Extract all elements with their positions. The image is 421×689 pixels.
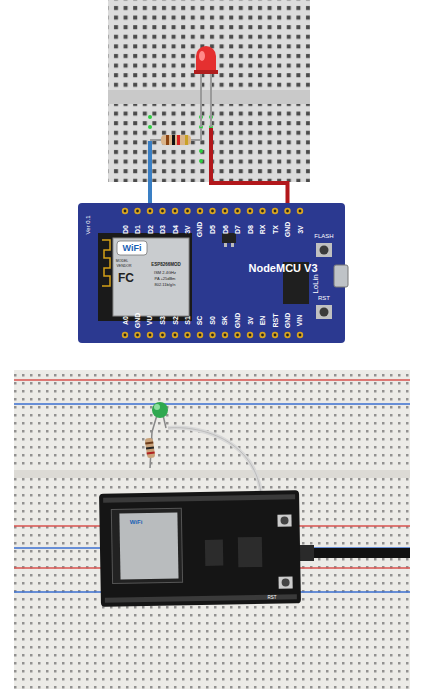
pin-label: D5: [209, 225, 216, 234]
module-text: PA +25dBm: [155, 277, 176, 281]
pin-label: EN: [259, 315, 266, 325]
button-label: RST: [268, 596, 277, 601]
pin-label: SK: [221, 315, 228, 325]
pin-label: RX: [259, 224, 266, 234]
pin-label: RST: [272, 313, 279, 327]
wifi-logo: WiFi: [130, 519, 143, 525]
button-label: FLASH: [314, 233, 333, 239]
button-label: RST: [318, 295, 330, 301]
brand-label: LoLin: [312, 274, 320, 294]
pin-label: GND: [284, 221, 291, 237]
pin-label: GND: [134, 312, 141, 328]
pin-label: S0: [209, 316, 216, 325]
pin-label: D2: [146, 225, 153, 234]
pin-label: GND: [197, 221, 204, 237]
board-name: NodeMCU V3: [248, 263, 317, 274]
wifi-logo: WiFi: [123, 244, 142, 253]
pin-label: A0: [121, 316, 128, 325]
nodemcu-board: [78, 203, 348, 343]
pin-label: D8: [246, 225, 253, 234]
version-label: Ver 0.1: [85, 215, 91, 234]
pin-label: VU: [146, 315, 153, 325]
red-wire: [211, 128, 288, 212]
module-text: VENDOR: [117, 265, 132, 269]
pin-label: S3: [159, 316, 166, 325]
module-text: 802.11b/g/n: [155, 283, 176, 287]
pin-label: 3V: [247, 316, 254, 325]
pin-label: VIN: [296, 314, 303, 326]
pin-label: 3V: [297, 225, 304, 234]
fcc-mark: FC: [118, 272, 134, 284]
pin-label: S1: [184, 316, 191, 325]
blue-wire: [148, 141, 152, 212]
pin-label: GND: [234, 312, 241, 328]
pin-label: D3: [159, 225, 166, 234]
pin-label: D1: [134, 225, 141, 234]
pin-label: 3V: [184, 225, 191, 234]
pin-label: TX: [271, 225, 278, 234]
pin-label: D4: [171, 225, 178, 234]
module-text: MODEL: [116, 260, 128, 264]
led-symbol: [194, 46, 218, 127]
module-text: ISM 2.4GHz: [154, 271, 176, 275]
pin-label: D6: [221, 225, 228, 234]
pin-label: D7: [234, 225, 241, 234]
pin-label: S2: [172, 316, 179, 325]
pin-label: SC: [196, 315, 203, 325]
resistor-symbol: [150, 128, 201, 145]
pin-label: GND: [284, 312, 291, 328]
breadboard-photo: [14, 370, 410, 689]
pin-label: D0: [121, 225, 128, 234]
module-text: ESP8266MOD: [151, 263, 181, 268]
